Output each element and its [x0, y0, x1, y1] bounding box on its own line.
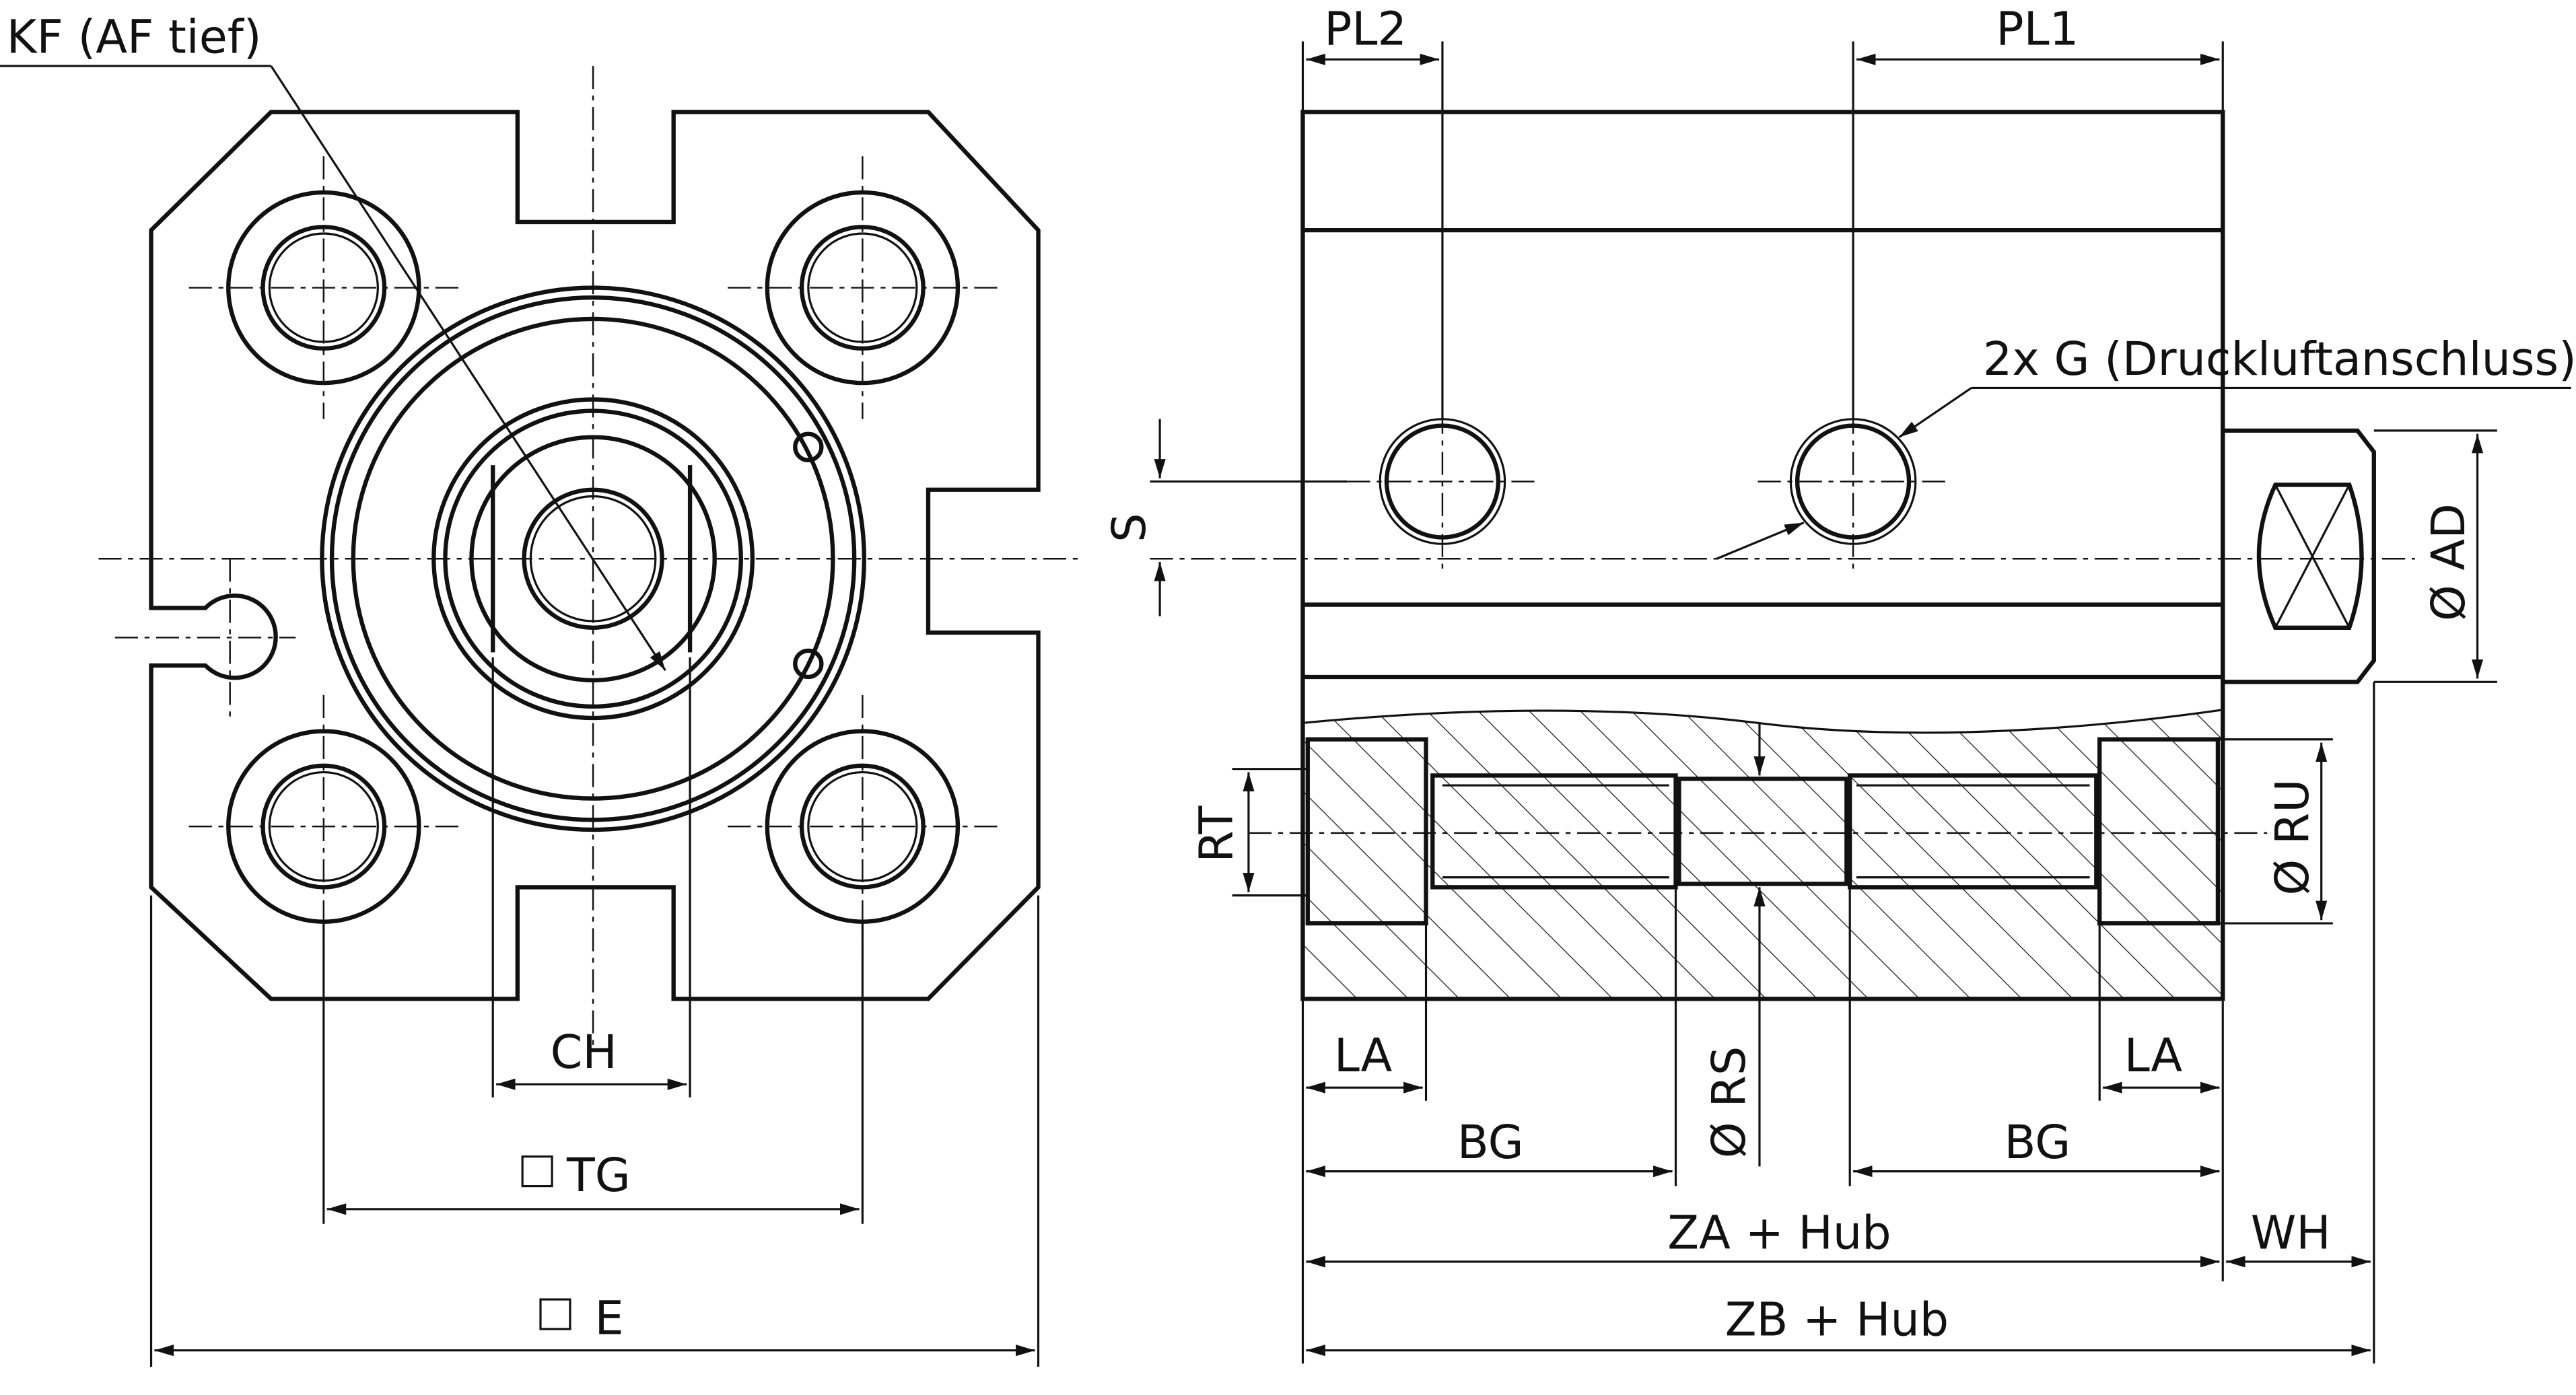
kf-label: KF (AF tief) — [7, 11, 262, 65]
zb-label: ZB + Hub — [1725, 1294, 1949, 1347]
front-dimensions — [0, 65, 1040, 1367]
bg-left-label: BG — [1457, 1116, 1524, 1170]
side-dimensions — [1150, 41, 2571, 1364]
square-symbol-icon — [539, 1298, 571, 1330]
tg-label: TG — [566, 1149, 631, 1203]
s-label: S — [1103, 513, 1156, 542]
pl1-label: PL1 — [1996, 3, 2079, 56]
port-label: 2x G (Druckluftanschluss) — [1983, 333, 2576, 386]
pl2-label: PL2 — [1324, 3, 1407, 56]
side-view: PL2 PL1 2x G (Druckluftanschluss) S Ø AD… — [1103, 3, 2576, 1364]
front-outline — [149, 110, 1041, 1001]
square-symbol-icon — [521, 1155, 553, 1188]
bg-right-label: BG — [2005, 1116, 2071, 1170]
ad-label: Ø AD — [2423, 503, 2476, 621]
front-view: KF (AF tief) CH TG E — [0, 11, 1084, 1367]
rt-label: RT — [1191, 806, 1244, 863]
piston-rod — [2221, 428, 2376, 684]
wh-label: WH — [2251, 1207, 2331, 1260]
za-label: ZA + Hub — [1667, 1207, 1891, 1260]
rs-label: Ø RS — [1703, 1046, 1756, 1158]
section-hatching — [1302, 709, 2223, 999]
la-left-label: LA — [1334, 1030, 1393, 1083]
la-right-label: LA — [2124, 1030, 2183, 1083]
ch-label: CH — [551, 1026, 617, 1079]
ru-label: Ø RU — [2266, 779, 2320, 896]
side-centerlines — [1150, 410, 2415, 834]
e-label: E — [595, 1292, 624, 1345]
